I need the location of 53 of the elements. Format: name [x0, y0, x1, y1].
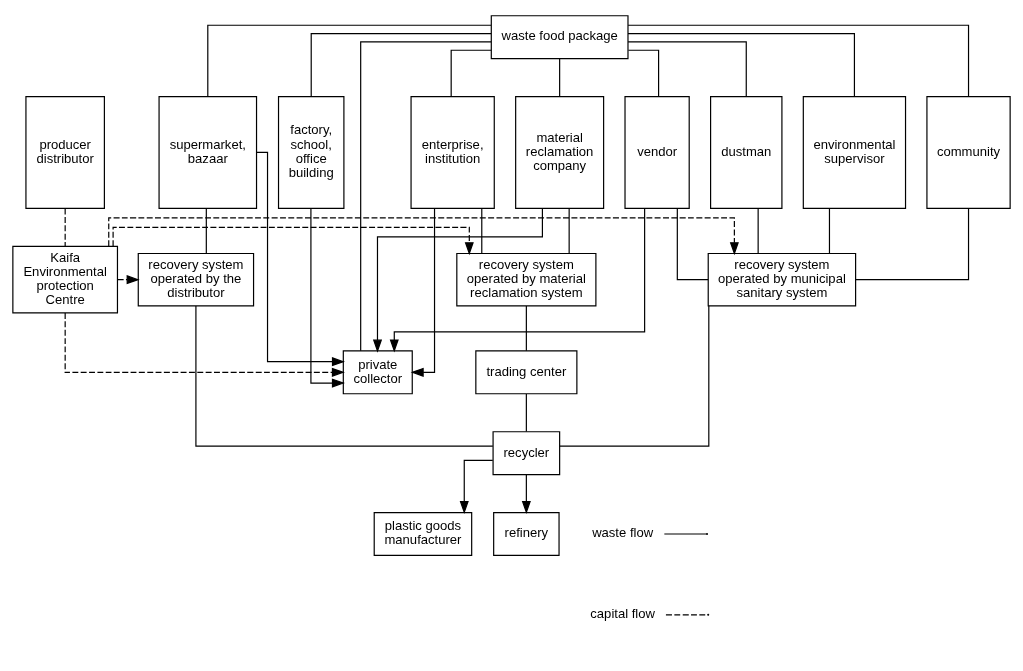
node-box: recovery system operated by municipal sanitary system: [707, 252, 857, 307]
connector: [676, 208, 709, 281]
connector: [627, 33, 855, 98]
node-box: environmental supervisor: [802, 96, 907, 209]
connector: [627, 41, 747, 98]
connector: [828, 208, 831, 254]
node-box: dustman: [710, 96, 783, 209]
node-box: recycler: [492, 431, 561, 476]
arrow: [372, 208, 543, 353]
arrow: [521, 474, 531, 515]
connector: [627, 49, 660, 98]
node-box: refinery: [493, 512, 560, 556]
node-box: recovery system operated by the distributor: [137, 252, 255, 307]
node-box: trading center: [475, 350, 578, 395]
node-box: material reclamation company: [515, 96, 605, 209]
arrow: [459, 459, 494, 515]
node-box: plastic goods manufacturer: [373, 512, 473, 556]
connector: [207, 24, 492, 97]
connector: [855, 208, 970, 281]
node-box: vendor: [624, 96, 690, 209]
arrow: [310, 208, 345, 388]
connector: [525, 393, 527, 433]
node-box: recovery system operated by material reclamation system: [456, 252, 597, 307]
arrow: [108, 217, 739, 256]
connector: [559, 305, 710, 447]
connector: [195, 305, 494, 447]
node-box: enterprise, institution: [410, 96, 495, 209]
connector: [481, 208, 483, 254]
connector: [64, 208, 66, 247]
node-box: waste food package: [490, 15, 629, 60]
arrow: [410, 207, 436, 377]
arrow: [255, 151, 345, 367]
node-box: private collector: [342, 350, 413, 395]
connector: [559, 58, 561, 97]
connector: [205, 208, 207, 254]
arrow: [117, 275, 140, 285]
arrow: [64, 312, 345, 377]
legend-label: waste flow: [592, 525, 654, 541]
node-box: producer distributor: [25, 96, 105, 209]
arrow: [112, 226, 474, 256]
legend-label: capital flow: [590, 606, 655, 622]
connector: [310, 33, 492, 98]
node-box: Kaifa Environmental protection Centre: [12, 245, 119, 314]
node-box: community: [926, 96, 1011, 209]
connector: [568, 208, 570, 254]
node-box: factory, school, office building: [277, 96, 345, 209]
connector: [360, 41, 492, 352]
arrow: [389, 208, 646, 353]
connector: [627, 24, 970, 97]
connector: [450, 49, 492, 98]
node-box: supermarket, bazaar: [158, 96, 258, 209]
connector: [757, 208, 759, 254]
connector: [525, 305, 527, 352]
